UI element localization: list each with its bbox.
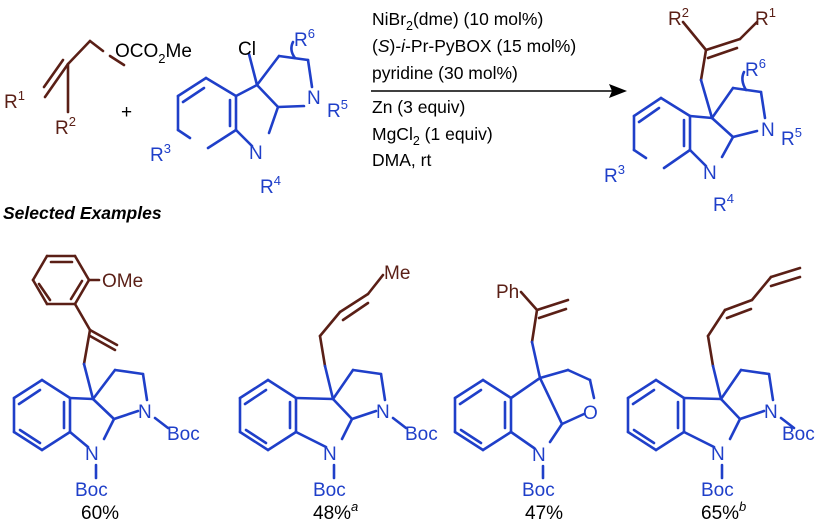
ex2-boc-label: Boc — [405, 424, 438, 445]
product-r2-label: R2 — [668, 5, 689, 30]
ex3-yield: 47% — [525, 503, 563, 521]
plus-sign: + — [121, 102, 132, 123]
ex1-boc-indoline-label: Boc — [75, 480, 108, 501]
r1-label: R1 — [4, 88, 25, 113]
allyl-carbonate-structure — [42, 39, 126, 114]
ex3-n-indoline: N — [532, 445, 546, 466]
example-3-structure — [453, 290, 596, 480]
ex4-boc-label: Boc — [782, 424, 815, 445]
r6-label: R6 — [294, 26, 315, 51]
product-r1-label: R1 — [755, 5, 776, 30]
condition-reductant: Zn (3 equiv) — [372, 97, 465, 117]
product-r4-label: R4 — [713, 191, 734, 216]
r2-label: R2 — [55, 114, 76, 139]
ex4-n-pyrrolidine: N — [764, 402, 778, 423]
n-label-indoline: N — [249, 143, 263, 164]
ex3-o-label: O — [583, 403, 598, 424]
product-r5-label: R5 — [781, 125, 802, 150]
carbonate-label: OCO2Me — [115, 41, 192, 66]
ex2-n-pyrrolidine: N — [376, 402, 390, 423]
ex1-ome-label: OMe — [102, 271, 143, 292]
ex2-me-label: Me — [384, 263, 410, 284]
product-r3-label: R3 — [604, 162, 625, 187]
condition-salt: MgCl2 (1 equiv) — [372, 124, 493, 148]
chloro-label: Cl — [238, 39, 256, 60]
condition-additive: pyridine (30 mol%) — [372, 63, 518, 83]
product-n-pyrrolidine: N — [761, 120, 775, 141]
product-structure — [632, 20, 767, 170]
ex2-boc-indoline-label: Boc — [313, 480, 346, 501]
condition-solvent: DMA, rt — [372, 150, 431, 170]
condition-catalyst: NiBr2(dme) (10 mol%) — [372, 9, 543, 33]
ex2-n-indoline: N — [323, 444, 337, 465]
product-r6-label: R6 — [745, 56, 766, 81]
r3-label: R3 — [150, 141, 171, 166]
ex3-ph-label: Ph — [496, 282, 519, 303]
ex4-boc-indoline-label: Boc — [701, 480, 734, 501]
reaction-arrowhead — [609, 84, 627, 98]
r4-label: R4 — [260, 173, 281, 198]
condition-ligand: (S)-i-Pr-PyBOX (15 mol%) — [372, 36, 576, 56]
ex1-n-indoline: N — [85, 444, 99, 465]
ex4-yield: 65%b — [701, 499, 746, 521]
ex2-yield: 48%a — [313, 499, 358, 521]
r5-label: R5 — [327, 97, 348, 122]
chloro-pyrroloindoline-structure — [176, 40, 314, 150]
n-label-pyrrolidine: N — [307, 88, 321, 109]
ex1-boc-label: Boc — [167, 424, 200, 445]
example-2-structure — [238, 273, 408, 480]
ex1-yield: 60% — [81, 503, 119, 521]
ex3-boc-indoline-label: Boc — [522, 480, 555, 501]
product-n-indoline: N — [703, 163, 717, 184]
section-heading: Selected Examples — [3, 203, 162, 223]
example-4-structure — [626, 266, 802, 480]
ex1-n-pyrrolidine: N — [138, 402, 152, 423]
example-1-structure — [12, 254, 170, 480]
ex4-n-indoline: N — [711, 444, 725, 465]
